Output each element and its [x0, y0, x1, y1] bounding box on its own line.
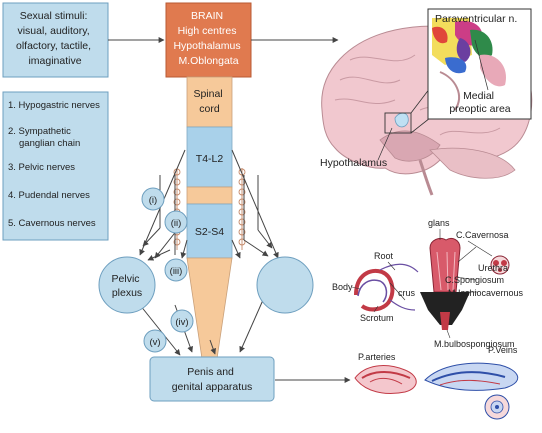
- stimuli-box: Sexual stimuli: visual, auditory, olfact…: [2, 2, 109, 78]
- label-m-bulbospongiosum: M.bulbospongiosum: [434, 339, 515, 349]
- penis-box: Penis and genital apparatus: [149, 356, 275, 402]
- svg-text:Medial preoptic area: Medial preoptic area: [449, 90, 510, 115]
- nerve-item: 1. Hypogastric nerves: [8, 100, 100, 111]
- label-m-ischiocavernous: M.Ischiocavernous: [448, 288, 524, 298]
- penis-box-line: Penis and: [187, 366, 234, 378]
- hypothalamus-zoom-box: [384, 112, 412, 134]
- anatomy-labels: glans C.Cavernosa Root Urethra C.Spongio…: [332, 218, 524, 362]
- label-medial-preoptic: preoptic area: [449, 103, 510, 115]
- label-p-veins: P.Veins: [488, 345, 518, 355]
- pelvic-plexus-label: plexus: [112, 287, 142, 299]
- roman-label-text: (v): [149, 337, 160, 348]
- penis-box-line: genital apparatus: [172, 381, 253, 393]
- brain-line: Hypothalamus: [173, 40, 240, 52]
- nerve-item: 4. Pudendal nerves: [8, 190, 90, 201]
- label-glans: glans: [428, 218, 450, 228]
- roman-label-text: (iv): [175, 317, 188, 328]
- roman-label-text: (i): [149, 195, 157, 206]
- roman-label-text: (ii): [171, 218, 182, 229]
- svg-text:Pelvic plexus: Pelvic plexus: [112, 273, 143, 299]
- brain-line: High centres: [178, 25, 237, 37]
- label-crus: crus: [398, 288, 416, 298]
- pelvic-plexus-label: Pelvic: [112, 273, 140, 285]
- roman-label-4: (iv): [170, 309, 194, 333]
- stimuli-line: imaginative: [28, 55, 81, 67]
- svg-text:Spinal cord: Spinal cord: [193, 88, 225, 115]
- nerves-legend-box: 1. Hypogastric nerves 2. Sympathetic gan…: [2, 91, 109, 241]
- nerve-item: ganglian chain: [19, 138, 80, 149]
- spinal-cord-label: Spinal: [193, 88, 222, 100]
- roman-label-5: (v): [143, 329, 167, 353]
- roman-label-1: (i): [141, 187, 165, 211]
- stimuli-line: Sexual stimuli:: [20, 10, 88, 22]
- spinal-cord-label: cord: [199, 103, 220, 115]
- label-root: Root: [374, 251, 394, 261]
- nerve-item: 3. Pelvic nerves: [8, 162, 75, 173]
- brain-line: M.Oblongata: [178, 55, 238, 67]
- roman-label-2: (ii): [164, 210, 188, 234]
- label-body: Body: [332, 282, 353, 292]
- segment-s2-s4: S2-S4: [195, 226, 224, 238]
- stimuli-line: visual, auditory,: [17, 25, 89, 37]
- label-scrotum: Scrotum: [360, 313, 394, 323]
- pelvic-plexus-left: Pelvic plexus: [98, 256, 156, 314]
- svg-text:BRAIN High centres: BRAIN High centres Hypothalamus M.Oblong…: [173, 10, 243, 67]
- penis-anatomy-illustration: [354, 237, 518, 420]
- pelvic-plexus-right: [256, 256, 314, 314]
- ganglion-chain-right: [238, 168, 246, 250]
- label-medial-preoptic: Medial: [463, 90, 494, 102]
- brain-line: BRAIN: [191, 10, 223, 22]
- roman-label-text: (iii): [170, 266, 183, 277]
- label-c-spongiosum: C.Spongiosum: [445, 275, 504, 285]
- roman-label-3: (iii): [164, 258, 188, 282]
- svg-text:1. Hypogastric nerves 2.: 1. Hypogastric nerves 2. Sympathetic gan…: [8, 100, 103, 229]
- nerve-item: 5. Cavernous nerves: [8, 218, 96, 229]
- svg-text:Sexual stimuli: visual,: Sexual stimuli: visual, auditory, olfact…: [16, 10, 94, 67]
- label-c-cavernosa: C.Cavernosa: [456, 230, 509, 240]
- label-paraventricular: Paraventricular n.: [435, 13, 517, 25]
- label-p-arteries: P.arteries: [358, 352, 396, 362]
- label-urethra: Urethra: [478, 263, 508, 273]
- segment-t4-l2: T4-L2: [196, 153, 224, 165]
- brain-box: BRAIN High centres Hypothalamus M.Oblong…: [165, 2, 252, 78]
- arrow-plexus-to-penis: [139, 304, 181, 356]
- stimuli-line: olfactory, tactile,: [16, 40, 91, 52]
- anatomy-leader-lines: [351, 229, 493, 339]
- svg-text:Penis and genital appara: Penis and genital apparatus: [172, 366, 253, 393]
- spinal-cord: Spinal cord T4-L2 S2-S4: [186, 76, 233, 373]
- nerve-item: 2. Sympathetic: [8, 126, 71, 137]
- hypothalamus-inset: [427, 8, 532, 120]
- label-hypothalamus: Hypothalamus: [320, 157, 387, 169]
